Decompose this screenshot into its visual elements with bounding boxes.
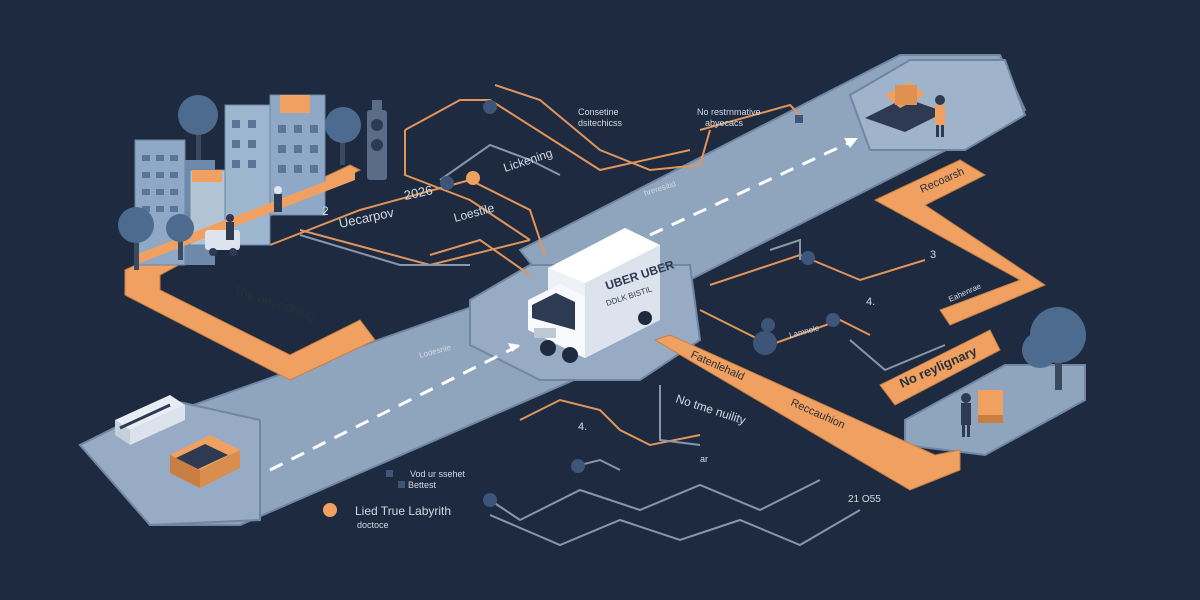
route-node — [440, 176, 454, 190]
signal-tower-icon — [367, 100, 387, 180]
label-abyecacs: abyecacs — [705, 118, 744, 128]
route-nodes — [323, 100, 840, 517]
legend-title: Lied True Labyrith — [355, 504, 451, 518]
label-bettest: Bettest — [408, 480, 437, 490]
package-icon — [170, 435, 240, 488]
label-dsitechicss: dsitechicss — [578, 118, 623, 128]
tree-icon — [118, 207, 154, 270]
route-line-gray-7 — [489, 509, 861, 547]
route-line-gray-1 — [439, 143, 561, 181]
label-ar: ar — [700, 454, 708, 464]
route-node — [801, 251, 815, 265]
legend-node-orange — [323, 503, 337, 517]
route-line-orange-9 — [519, 398, 701, 447]
label-consetine: Consetine — [578, 107, 619, 117]
label-step-2: 2 — [322, 204, 329, 218]
label-the-enyedhing: The enyedhing — [231, 283, 317, 324]
direction-arrow-icon — [844, 138, 858, 148]
route-line-gray-3 — [849, 339, 946, 372]
route-node — [483, 100, 497, 114]
city-buildings-icon — [134, 94, 355, 266]
route-node — [753, 331, 777, 355]
route-line-gray-8 — [579, 458, 621, 471]
depot-dock-icon — [865, 82, 945, 132]
label-year: 2026 — [403, 182, 434, 203]
route-node — [483, 493, 497, 507]
delivery-truck-icon: UBER UBER DDLK BISTIL — [528, 228, 676, 363]
route-node — [571, 459, 585, 473]
label-no-restrnmative: No restrnmative — [697, 107, 761, 117]
person-icon — [274, 186, 282, 212]
tree-icon — [178, 95, 218, 160]
storefront-icon — [115, 395, 185, 445]
package-icon — [978, 390, 1003, 423]
label-step-4b: 4. — [578, 421, 587, 433]
label-no-tme-nuility: No tme nuility — [674, 392, 747, 428]
label-vod-ur-ssehet: Vod ur ssehet — [410, 469, 466, 479]
orange-routes — [124, 159, 1047, 491]
route-line-gray-2 — [299, 234, 470, 266]
orange-route-right-banner — [879, 329, 1001, 406]
label-lamnole: Lamnole — [788, 323, 821, 340]
label-21-o55: 21 O55 — [848, 494, 881, 505]
label-lickening: Lickening — [502, 146, 555, 175]
route-node — [826, 313, 840, 327]
route-line-gray-5 — [659, 385, 701, 446]
orange-route-center-strip — [653, 334, 961, 491]
tree-icon — [325, 107, 361, 165]
road-dash-right — [649, 138, 856, 237]
legend-subtitle: doctoce — [357, 520, 389, 530]
route-line-orange-10 — [699, 103, 801, 131]
direction-arrow-icon — [508, 343, 520, 352]
route-line-orange-7 — [709, 253, 926, 286]
route-line-orange-2 — [404, 130, 531, 241]
route-line-gray-4 — [769, 238, 801, 260]
person-icon — [226, 214, 234, 240]
route-node-orange — [466, 171, 480, 185]
route-node-square — [795, 115, 803, 123]
person-icon — [961, 393, 971, 437]
orange-route-city-loop — [124, 164, 376, 381]
person-icon — [935, 95, 945, 137]
legend-square — [398, 481, 405, 488]
label-loestile: Loestile — [452, 201, 496, 225]
label-step-3: 3 — [930, 249, 936, 261]
route-line-orange-4 — [299, 229, 531, 267]
route-line-orange-6 — [429, 238, 531, 276]
tree-icon — [166, 214, 194, 260]
orange-route-right-upper — [873, 159, 1047, 326]
route-line-orange-5 — [494, 84, 711, 172]
route-node — [761, 318, 775, 332]
legend-square — [386, 470, 393, 477]
label-step-4: 4. — [866, 296, 875, 308]
trees — [118, 95, 1086, 390]
van-icon — [205, 230, 240, 256]
route-line-orange-8 — [699, 309, 871, 347]
route-line-gray-6 — [489, 479, 821, 522]
tree-icon — [1022, 307, 1086, 390]
